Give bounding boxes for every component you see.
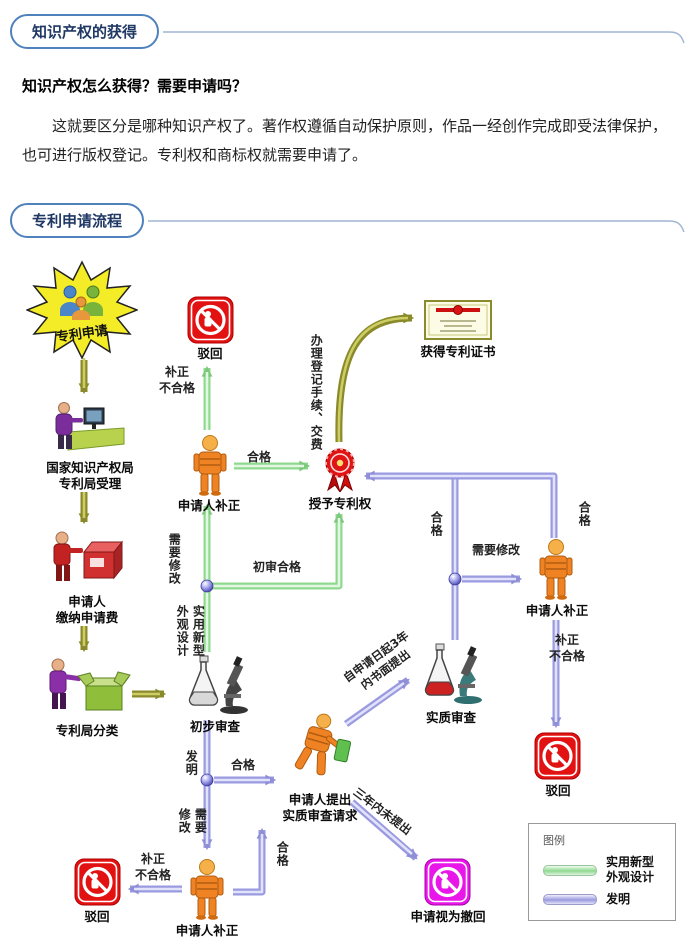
preliminary-exam-icon [176, 654, 252, 716]
section1-header: 知识产权的获得 [10, 14, 685, 49]
label-pass-bottom: 合格 [275, 841, 290, 867]
office-accept-icon [50, 398, 128, 458]
decision-node-bottom [200, 773, 214, 787]
legend-green-line [543, 864, 597, 876]
label-invention: 发明 [184, 750, 199, 776]
reject-top-icon [187, 296, 234, 344]
legend-title: 图例 [543, 834, 565, 847]
pay-fee-icon [46, 530, 126, 592]
label-need-modify-top: 需要修改 [167, 533, 182, 585]
flow-connectors [78, 312, 562, 896]
correction-right-label: 申请人补正 [525, 603, 589, 618]
label-pass-mid: 合格 [230, 758, 255, 772]
reject-top-label: 驳回 [197, 346, 223, 361]
patent-apply-label: 专利申请 [55, 322, 109, 345]
arrow-grant-to-certificate [335, 312, 415, 443]
correction-bottom-label: 申请人补正 [175, 923, 239, 938]
label-correction-fail-right: 补正不合格 [548, 633, 585, 664]
label-need-modify-bottom: 需要修改 [177, 808, 208, 834]
section2-header: 专利申请流程 [10, 203, 685, 238]
arrow-correction-bottom-to-request [233, 827, 268, 896]
label-pass-right: 合格 [577, 501, 592, 527]
correction-top-person-icon [189, 434, 231, 496]
section1-badge: 知识产权的获得 [10, 14, 160, 49]
decision-node-top [200, 579, 214, 593]
label-prelim-pass: 初审合格 [252, 560, 301, 574]
substantive-exam-icon [416, 642, 486, 706]
certificate-icon [424, 300, 492, 340]
substantive-exam-label: 实质审查 [425, 710, 476, 725]
header-rule-line [148, 219, 685, 232]
label-correction-fail-bottom: 补正不合格 [134, 852, 171, 883]
withdraw-icon [424, 858, 471, 906]
reject-bottom-label: 驳回 [84, 909, 110, 924]
label-pass-top: 合格 [246, 450, 271, 464]
classify-label: 专利局分类 [55, 723, 119, 738]
correction-bottom-person-icon [186, 858, 228, 920]
legend-item-invention: 发明 [543, 892, 665, 907]
reject-right-label: 驳回 [545, 783, 571, 798]
request-exam-label: 申请人提出实质审查请求 [282, 792, 358, 824]
label-correction-fail-top: 补正不合格 [158, 365, 195, 396]
page: 知识产权的获得 知识产权怎么获得？需要申请吗？ 这就要区分是哪种知识产权了。著作… [0, 14, 693, 946]
certificate-label: 获得专利证书 [420, 344, 496, 359]
patent-flowchart: 专利申请 [0, 246, 693, 946]
label-pass-substantive: 合格 [429, 511, 444, 537]
arrow-right-to-grant [363, 470, 558, 538]
correction-top-label: 申请人补正 [177, 498, 241, 513]
correction-right-person-icon [535, 538, 577, 600]
label-registration-fee: 办理登记手续、交费 [309, 333, 324, 451]
intro-paragraph: 这就要区分是哪种知识产权了。著作权遵循自动保护原则，作品一经创作完成即受法律保护… [22, 117, 668, 164]
request-exam-person-icon [286, 708, 354, 788]
legend-blue-line [543, 894, 597, 905]
reject-right-icon [534, 732, 581, 780]
classify-icon [40, 656, 132, 720]
grant-medal-icon [320, 446, 360, 494]
office-accept-label: 国家知识产权局专利局受理 [46, 460, 134, 492]
grant-label: 授予专利权 [308, 496, 372, 511]
decision-node-right [448, 572, 462, 586]
preliminary-exam-label: 初步审查 [189, 719, 240, 734]
reject-bottom-icon [74, 858, 121, 906]
legend-box: 图例 实用新型外观设计 发明 [528, 823, 676, 921]
legend-item-utility: 实用新型外观设计 [543, 855, 665, 885]
patent-apply-starburst-icon: 专利申请 [24, 260, 140, 360]
label-need-modify-right: 需要修改 [471, 543, 520, 557]
withdraw-label: 申请视为撤回 [410, 909, 486, 924]
label-utility-design: 实用新型外观设计 [175, 605, 206, 657]
section2-badge: 专利申请流程 [10, 203, 145, 238]
header-rule-line [163, 30, 685, 43]
pay-fee-label: 申请人缴纳申请费 [55, 594, 119, 626]
question-heading: 知识产权怎么获得？需要申请吗？ [22, 77, 248, 95]
arrow-prelimpass-to-grant [211, 511, 345, 590]
